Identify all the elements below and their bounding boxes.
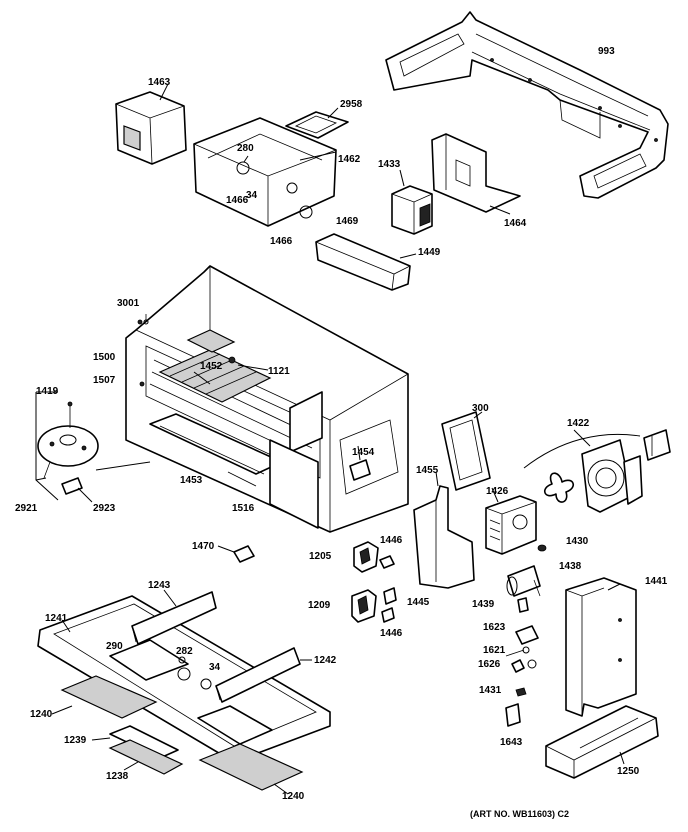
part-label: 1242 [314, 655, 337, 666]
part-label: 1469 [336, 216, 359, 227]
part-1438-capacitor [506, 544, 547, 613]
part-1454-bracket [349, 445, 371, 481]
part-1238-filter [108, 739, 184, 775]
part-label: 1623 [483, 622, 506, 633]
part-label: 1463 [148, 77, 171, 88]
part-label: 1426 [486, 486, 509, 497]
part-label: 1433 [378, 159, 401, 170]
part-1205-interlock [353, 541, 395, 573]
part-label: 1419 [36, 386, 59, 397]
part-label: 1239 [64, 735, 87, 746]
part-1209-interlock [351, 587, 397, 623]
part-label: 280 [237, 143, 254, 154]
part-label: 1238 [106, 771, 129, 782]
part-label: 290 [106, 641, 123, 652]
part-label: 1626 [478, 659, 501, 670]
part-label: 1462 [338, 154, 361, 165]
part-small-components [505, 625, 539, 727]
part-label: 300 [472, 403, 489, 414]
part-1240-filter-right [198, 743, 304, 795]
part-2958-plate [285, 107, 349, 139]
part-label: 1452 [200, 361, 223, 372]
part-label: 1422 [567, 418, 590, 429]
part-label: 1209 [308, 600, 331, 611]
part-label: 1121 [268, 366, 290, 377]
part-label: 1446 [380, 628, 403, 639]
part-label: 1466 [226, 195, 249, 206]
part-fasteners [143, 314, 186, 664]
part-label: 1431 [479, 685, 502, 696]
part-300-gasket [441, 411, 491, 491]
part-label: 1445 [407, 597, 430, 608]
part-1422-fan [523, 429, 671, 513]
part-label: 1438 [559, 561, 582, 572]
part-label: 1441 [645, 576, 668, 587]
part-1470-clip [217, 545, 255, 563]
part-label: 2921 [15, 503, 38, 514]
part-label: 2958 [340, 99, 363, 110]
part-1441-side-panel [565, 577, 637, 717]
art-number: (ART NO. WB11603) C2 [470, 809, 570, 819]
part-1463-bracket [115, 83, 187, 165]
part-label: 1446 [380, 535, 403, 546]
part-label: 1454 [352, 447, 375, 458]
part-label: 1205 [309, 551, 332, 562]
part-label: 993 [598, 46, 615, 57]
part-label: 1430 [566, 536, 589, 547]
part-label: 282 [176, 646, 193, 657]
part-label: 2923 [93, 503, 116, 514]
part-label: 34 [246, 190, 258, 201]
part-label: 1449 [418, 247, 441, 258]
part-label: 1453 [180, 475, 203, 486]
part-1241-bottom-frame [37, 595, 331, 763]
part-1242-rail [215, 647, 312, 703]
part-label: 1243 [148, 580, 171, 591]
part-label: 34 [209, 662, 221, 673]
part-oven-cavity [125, 265, 409, 533]
part-label: 1470 [192, 541, 215, 552]
part-1449-bar [315, 233, 417, 291]
part-label: 1466 [270, 236, 293, 247]
part-1462-chassis [193, 117, 337, 227]
part-label: 1240 [282, 791, 305, 802]
part-1419-turntable [35, 391, 151, 503]
part-1464-side-plate [431, 133, 521, 215]
part-label: 1455 [416, 465, 439, 476]
part-label: 1621 [483, 645, 506, 656]
part-label: 1439 [472, 599, 495, 610]
part-label: 1464 [504, 218, 527, 229]
part-label: 1516 [232, 503, 255, 514]
part-993-top-bracket [385, 11, 669, 199]
part-label: 1507 [93, 375, 116, 386]
part-label: 1500 [93, 352, 116, 363]
part-1426-magnetron [485, 487, 537, 555]
part-1243-rail [131, 589, 217, 645]
part-1250-base-plate [545, 705, 659, 779]
part-label: 1643 [500, 737, 523, 748]
part-1455-duct [413, 471, 475, 589]
part-label: 1240 [30, 709, 53, 720]
part-1240-filter-left [51, 675, 158, 719]
part-label: 3001 [117, 298, 140, 309]
part-1433-transformer [391, 169, 433, 235]
part-label: 1241 [45, 613, 68, 624]
part-label: 1250 [617, 766, 640, 777]
